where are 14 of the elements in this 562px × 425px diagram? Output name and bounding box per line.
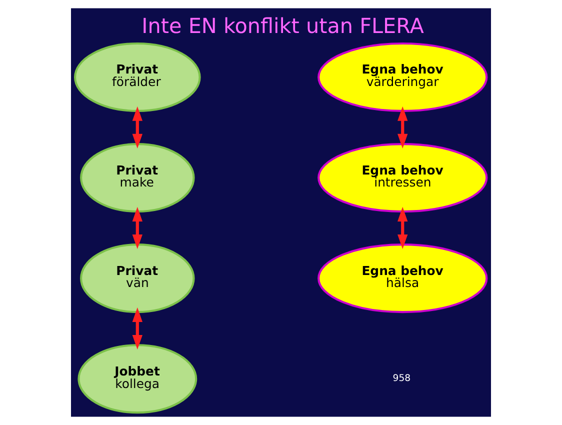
arrow [398, 106, 408, 148]
node-ellipse: Egna behov värderingar [318, 42, 488, 112]
node-ellipse: Egna behov hälsa [318, 244, 488, 314]
arrow [132, 206, 142, 249]
node-ellipse: Privat vän [80, 244, 195, 314]
arrow [132, 307, 142, 350]
arrow [132, 106, 142, 148]
arrow [398, 206, 408, 249]
node-ellipse: Privat förälder [74, 42, 201, 112]
diagram-title: Inte EN konflikt utan FLERA [142, 14, 424, 38]
node-ellipse: Privat make [80, 143, 195, 213]
label: 958 [392, 373, 411, 384]
node-ellipse: Jobbet kollega [78, 344, 198, 414]
node-ellipse: Egna behov intressen [318, 143, 488, 213]
